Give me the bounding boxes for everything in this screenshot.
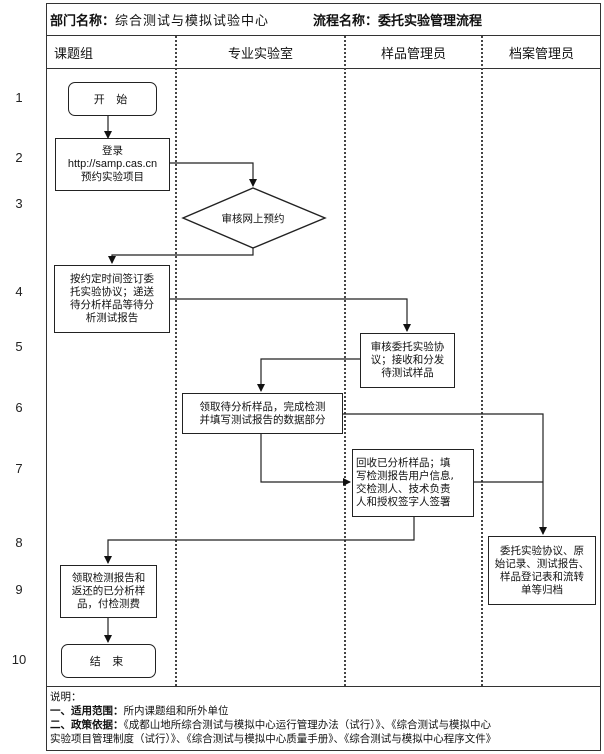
arrow-lab-to-archive	[342, 413, 547, 535]
receive-samples-node: 领取待分析样品，完成检测 并填写测试报告的数据部分	[182, 393, 343, 434]
node-line: 始记录、测试报告、	[494, 557, 590, 570]
arrow-lab-to-recover	[260, 434, 351, 486]
notes-scope: 一、适用范围：所内课题组和所外单位	[50, 704, 600, 718]
node-line: 单等归档	[521, 583, 563, 596]
notes-section: 说明： 一、适用范围：所内课题组和所外单位 二、政策依据：《成都山地所综合测试与…	[50, 690, 600, 746]
review-agreement-node: 审核委托实验协 议；接收和分发 待测试样品	[360, 333, 455, 388]
row-number: 9	[15, 582, 23, 597]
login-node-line: 预约实验项目	[81, 171, 144, 183]
node-line: 析测试报告	[85, 312, 139, 324]
node-line: 领取检测报告和	[71, 572, 146, 584]
title-divider	[46, 35, 601, 36]
notes-basis-label: 二、政策依据：	[50, 719, 124, 731]
title-row: 部门名称： 综合测试与模拟试验中心 流程名称： 委托实验管理流程	[50, 6, 598, 32]
login-node: 登录 http://samp.cas.cn 预约实验项目	[55, 138, 170, 191]
archive-node: 委托实验协议、原 始记录、测试报告、 样品登记表和流转 单等归档	[488, 536, 596, 605]
arrow-sign-to-review-agreement	[169, 298, 411, 332]
flowchart-frame	[46, 3, 601, 751]
notes-divider	[46, 686, 601, 687]
row-number: 10	[11, 652, 27, 667]
lane-header-lab: 专业实验室	[227, 46, 293, 62]
arrow-review-agreement-to-lab	[257, 358, 360, 392]
row-number: 1	[15, 90, 23, 105]
node-line: 领取待分析样品，完成检测	[199, 400, 326, 413]
node-line: 待测试样品	[381, 367, 434, 379]
notes-scope-value: 所内课题组和所外单位	[123, 705, 229, 717]
notes-title: 说明：	[50, 691, 82, 703]
node-line: 写检测报告用户信息,	[356, 470, 454, 482]
node-line: 返还的已分析样	[71, 585, 146, 597]
decision-review-online: 审核网上预约	[221, 213, 285, 225]
lane-header-sample-manager: 样品管理员	[380, 46, 446, 62]
node-line: 人和授权签字人签署	[356, 496, 451, 508]
node-line: 样品登记表和流转	[500, 570, 584, 583]
node-line: 待分析样品等待分	[70, 299, 154, 311]
notes-scope-label: 一、适用范围：	[50, 705, 124, 717]
row-number: 4	[15, 284, 23, 299]
node-line: 委托实验协议、原	[500, 544, 584, 557]
node-line: 回收已分析样品；填	[356, 457, 451, 469]
row-number: 6	[15, 400, 23, 415]
start-node: 开 始	[68, 82, 157, 116]
lane-divider-1	[175, 36, 177, 686]
arrow-recover-to-collect	[104, 517, 415, 564]
notes-basis-line2: 实验项目管理制度（试行）》、《综合测试与模拟中心质量手册》、《综合测试与模拟中心…	[50, 733, 497, 745]
dept-value: 综合测试与模拟试验中心	[115, 13, 270, 29]
row-number: 3	[15, 196, 23, 211]
end-node: 结 束	[61, 644, 156, 678]
notes-basis: 二、政策依据：《成都山地所综合测试与模拟中心运行管理办法（试行）》、《综合测试与…	[50, 718, 600, 732]
row-number: 8	[15, 535, 23, 550]
node-line: 并填写测试报告的数据部分	[199, 413, 326, 426]
node-line: 审核委托实验协	[370, 341, 445, 353]
row-number: 7	[15, 461, 23, 476]
sign-agreement-node: 按约定时间签订委 托实验协议；递送 待分析样品等待分 析测试报告	[54, 265, 170, 333]
row-number: 5	[15, 339, 23, 354]
lane-header-archive-manager: 档案管理员	[508, 46, 574, 62]
node-line: 议；接收和分发	[370, 354, 445, 366]
login-node-url: http://samp.cas.cn	[67, 158, 158, 170]
node-line: 按约定时间签订委	[70, 273, 154, 285]
row-number: 2	[15, 150, 23, 165]
arrow-review-to-sign	[108, 248, 254, 264]
lane-header-divider	[46, 68, 601, 69]
lane-header-research-group: 课题组	[54, 46, 94, 62]
flow-label: 流程名称：	[313, 13, 379, 29]
notes-basis-line1: 《成都山地所综合测试与模拟中心运行管理办法（试行）》、《综合测试与模拟中心	[123, 719, 492, 731]
flow-value: 委托实验管理流程	[378, 13, 483, 29]
dept-label: 部门名称：	[50, 13, 116, 29]
lane-divider-3	[481, 36, 483, 686]
collect-report-node: 领取检测报告和 返还的已分析样 品，付检测费	[60, 565, 157, 618]
login-node-line: 登录	[102, 145, 123, 157]
arrow-login-to-review-online	[169, 162, 257, 187]
lane-divider-2	[344, 36, 346, 686]
recover-samples-node: 回收已分析样品；填 写检测报告用户信息, 交检测人、技术负责 人和授权签字人签署	[352, 449, 474, 517]
node-line: 托实验协议；递送	[70, 286, 154, 298]
node-line: 品，付检测费	[77, 598, 140, 610]
node-line: 交检测人、技术负责	[356, 483, 451, 495]
